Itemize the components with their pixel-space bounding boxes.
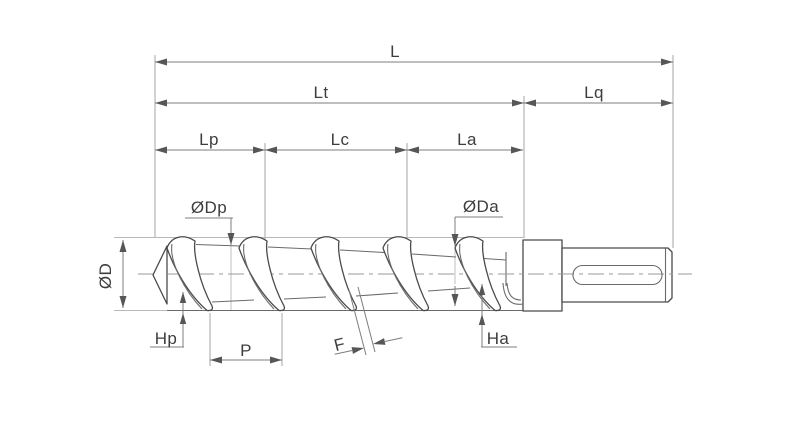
dim-label-lt: Lt [314,83,329,102]
dim-label-f: F [332,334,347,355]
dim-label-p: P [240,341,252,360]
dim-label-l: L [390,42,400,61]
dim-label-dia-d: ØD [96,263,115,289]
dim-label-la: La [457,130,477,149]
screw-nose-cone [152,245,168,305]
dim-label-dia-da: ØDa [463,197,499,216]
shank-collar [522,239,563,312]
dim-label-lp: Lp [199,130,219,149]
dimension-lines [119,58,673,364]
screw-flights [166,236,502,312]
dimension-labels: L Lt Lq Lp Lc La ØD ØDp ØDa Hp Ha P F [96,42,604,360]
dim-label-dia-dp: ØDp [191,198,227,217]
dim-label-lc: Lc [331,130,350,149]
screw-shank [502,239,673,312]
dim-label-hp: Hp [155,329,178,348]
screw-root-edges [195,243,507,303]
keyway-slot [572,264,663,286]
drive-shaft [561,247,673,303]
dim-label-ha: Ha [487,329,510,348]
flight-end-curl-inner [506,282,522,301]
flight-end-curl [502,282,524,305]
dim-label-lq: Lq [584,83,604,102]
